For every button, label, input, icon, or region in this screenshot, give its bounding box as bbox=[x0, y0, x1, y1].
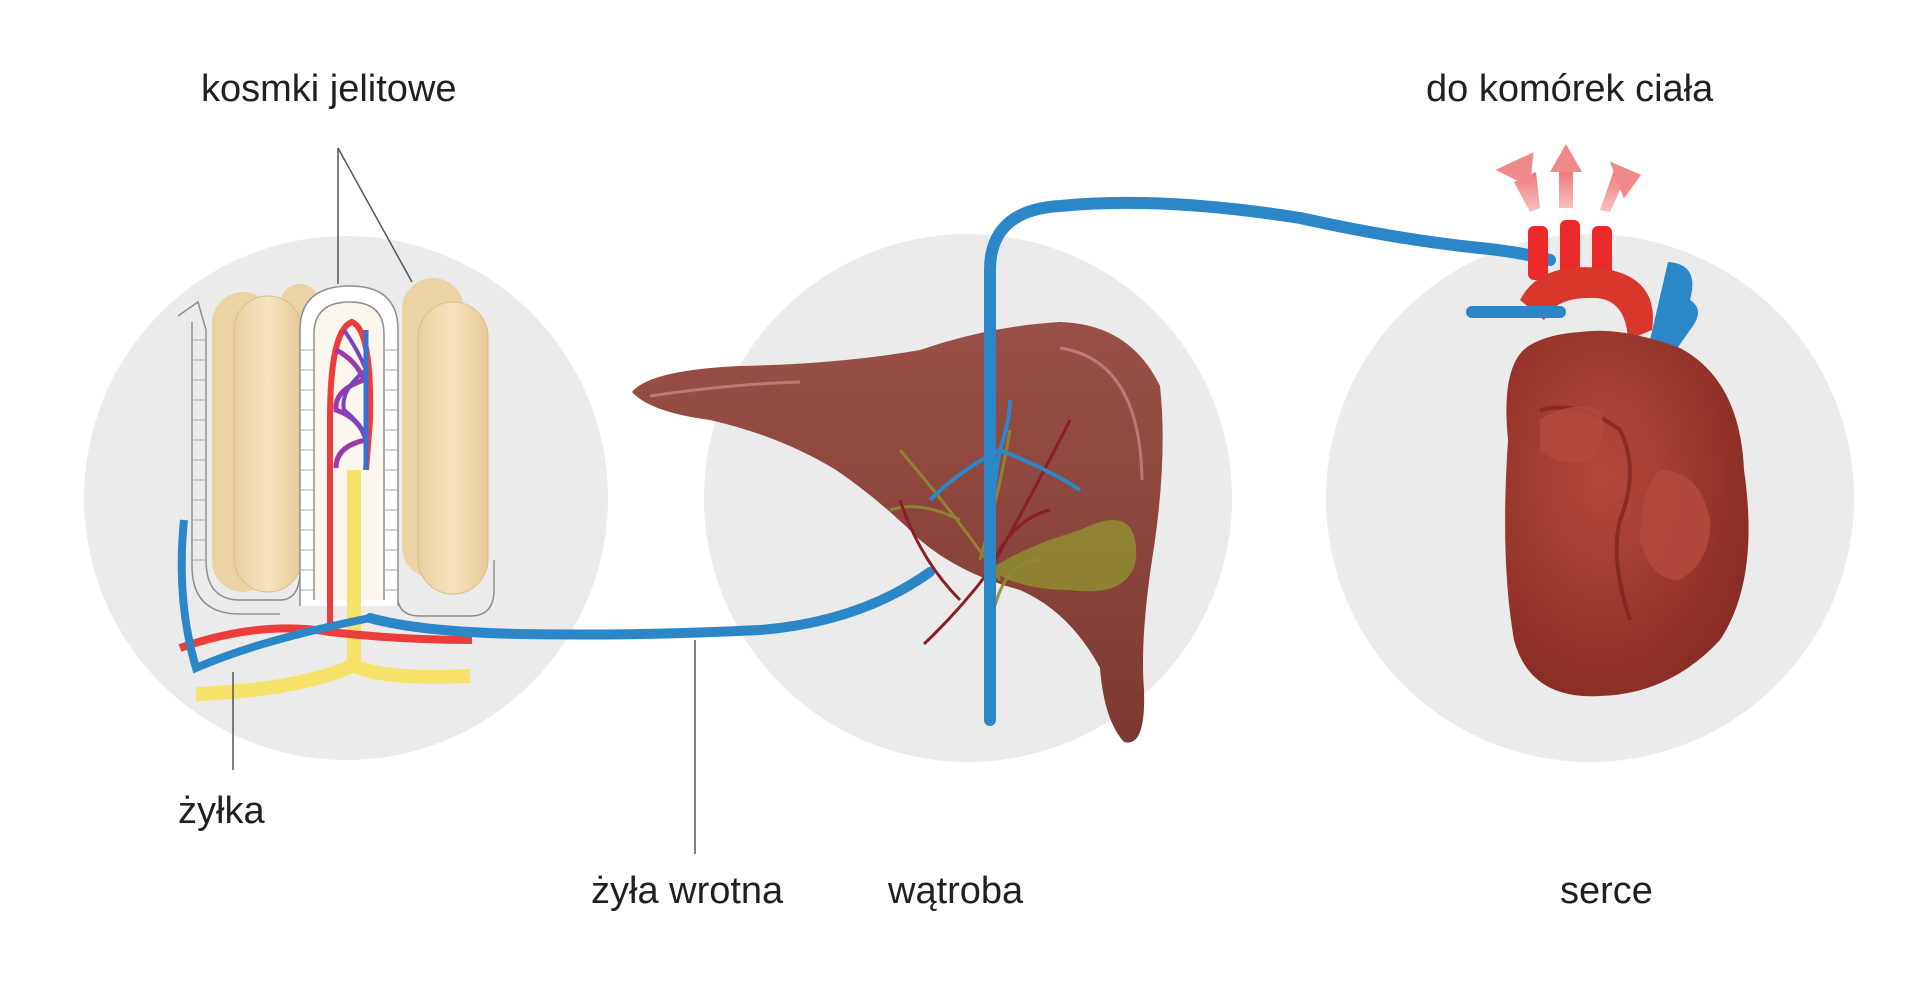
label-portal-vein: żyła wrotna bbox=[591, 870, 784, 912]
label-to-body-cells: do komórek ciała bbox=[1426, 68, 1714, 110]
label-venule: żyłka bbox=[178, 790, 265, 832]
liver bbox=[632, 322, 1163, 743]
label-intestinal-villi: kosmki jelitowe bbox=[201, 68, 457, 110]
label-liver: wątroba bbox=[888, 870, 1024, 912]
leader-lines bbox=[232, 147, 696, 854]
label-heart: serce bbox=[1560, 870, 1653, 912]
intestinal-villi bbox=[177, 278, 495, 701]
heart bbox=[1466, 220, 1749, 697]
hepatic-vein-to-heart bbox=[984, 196, 1556, 426]
arrow-up-icon bbox=[1559, 172, 1573, 208]
portal-vein bbox=[365, 567, 935, 640]
arrows-to-body-cells bbox=[1495, 144, 1642, 212]
